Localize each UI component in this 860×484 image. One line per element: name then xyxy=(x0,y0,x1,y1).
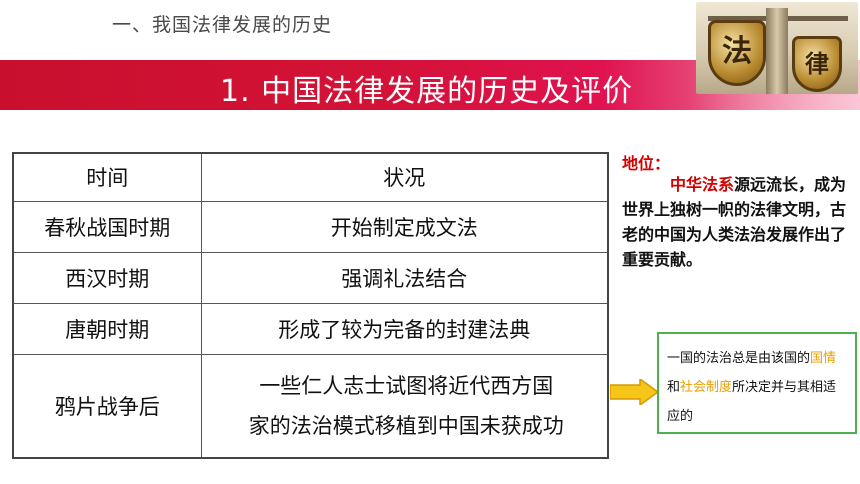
emblem-char-left: 法 xyxy=(722,34,752,69)
note-text: 和 xyxy=(667,380,681,395)
table-header-row: 时间 状况 xyxy=(12,152,609,202)
cell-period: 鸦片战争后 xyxy=(12,353,202,459)
note-box: 一国的法治总是由该国的国情和社会制度所决定并与其相适应的 xyxy=(657,332,857,434)
history-table: 时间 状况 春秋战国时期 开始制定成文法 西汉时期 强调礼法结合 唐朝时期 形成… xyxy=(12,152,609,459)
table-row: 春秋战国时期 开始制定成文法 xyxy=(12,200,609,253)
shield-icon: 律 xyxy=(792,36,842,92)
cell-status-line: 一些仁人志士试图将近代西方国 xyxy=(259,373,554,398)
status-text: 中华法系源远流长，成为世界上独树一帜的法律文明，古老的中国为人类法治发展作出了重… xyxy=(622,172,854,272)
cell-period: 西汉时期 xyxy=(12,251,202,304)
note-text: 所决定并与其相适应的 xyxy=(667,380,837,424)
cell-status: 一些仁人志士试图将近代西方国 家的法治模式移植到中国未获成功 xyxy=(200,353,609,459)
emblem-char-right: 律 xyxy=(805,49,829,78)
status-label: 地位： xyxy=(622,154,671,173)
header-period: 时间 xyxy=(12,152,202,202)
header-status: 状况 xyxy=(200,152,609,202)
section-heading: 一、我国法律发展的历史 xyxy=(112,14,333,36)
table-row: 西汉时期 强调礼法结合 xyxy=(12,251,609,304)
note-highlight: 国情 xyxy=(810,351,837,366)
cell-period: 唐朝时期 xyxy=(12,302,202,355)
arrow-right-icon xyxy=(610,379,658,405)
law-emblem-image: 法 律 xyxy=(696,2,858,94)
cell-status: 形成了较为完备的封建法典 xyxy=(200,302,609,355)
note-highlight: 社会制度 xyxy=(680,380,733,395)
shield-icon: 法 xyxy=(708,20,766,86)
cell-status: 开始制定成文法 xyxy=(200,200,609,253)
table-row: 鸦片战争后 一些仁人志士试图将近代西方国 家的法治模式移植到中国未获成功 xyxy=(12,353,609,459)
status-highlight: 中华法系 xyxy=(670,175,735,194)
status-body: 源远流长，成为世界上独树一帜的法律文明，古老的中国为人类法治发展作出了重要贡献。 xyxy=(622,175,847,269)
page-title: 1. 中国法律发展的历史及评价 xyxy=(220,74,634,109)
cell-status-line: 家的法治模式移植到中国未获成功 xyxy=(248,413,564,438)
note-text: 一国的法治总是由该国的 xyxy=(667,351,811,366)
table-row: 唐朝时期 形成了较为完备的封建法典 xyxy=(12,302,609,355)
cell-period: 春秋战国时期 xyxy=(12,200,202,253)
cell-status: 强调礼法结合 xyxy=(200,251,609,304)
